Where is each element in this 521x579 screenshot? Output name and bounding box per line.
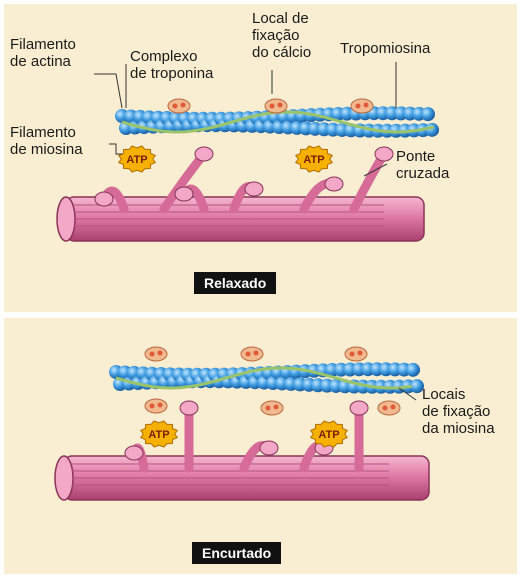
atp-molecule: ATP	[119, 146, 156, 172]
myosin-filament	[57, 147, 424, 241]
contracted-diagram: ATP ATP	[4, 318, 517, 574]
myosin-head-tip	[260, 441, 278, 455]
myosin-head-tip	[325, 177, 343, 191]
cross-bridge-label: Ponte cruzada	[396, 148, 449, 182]
myosin-head-tip	[95, 192, 113, 206]
myosin-head-tip	[375, 147, 393, 161]
myosin-head-tip	[245, 182, 263, 196]
troponin-complex	[168, 99, 190, 113]
atp-molecule: ATP	[141, 421, 178, 447]
troponin-complex	[351, 99, 373, 113]
myosin-filament-label: Filamento de miosina	[10, 124, 83, 158]
svg-text:ATP: ATP	[318, 429, 339, 441]
actin-filament-label: Filamento de actina	[10, 36, 76, 70]
myosin-head-tip	[350, 401, 368, 415]
myosin-binding-sites-label: Locais de fixação da miosina	[422, 386, 495, 437]
atp-molecule: ATP	[296, 146, 333, 172]
troponin-complex	[241, 347, 263, 361]
myosin-head-tip	[195, 147, 213, 161]
myosin-filament	[55, 401, 429, 500]
actin-bead	[421, 107, 435, 121]
myosin-rod-end	[55, 456, 73, 500]
svg-text:ATP: ATP	[148, 429, 169, 441]
svg-text:ATP: ATP	[303, 154, 324, 166]
actin-filament	[109, 362, 424, 394]
actin-bead	[406, 363, 420, 377]
troponin-complex	[261, 401, 283, 415]
myosin-rod-end	[57, 197, 75, 241]
contracted-caption: Encurtado	[192, 542, 281, 564]
troponin-complex	[378, 401, 400, 415]
troponin-complex	[145, 347, 167, 361]
relaxed-caption: Relaxado	[194, 272, 276, 294]
troponin-complex-label: Complexo de troponina	[130, 48, 213, 82]
myosin-head-tip	[175, 187, 193, 201]
contracted-panel: ATP ATP Locais de fixação da miosina Encu…	[4, 318, 517, 574]
atp-molecule: ATP	[311, 421, 348, 447]
relaxed-panel: ATP ATP Filamento de actina Complexo de t…	[4, 4, 517, 312]
myosin-head-tip	[180, 401, 198, 415]
myosin-head-tip	[125, 446, 143, 460]
calcium-site-label: Local de fixação do cálcio	[252, 10, 311, 61]
troponin-complex	[145, 399, 167, 413]
troponin-complex	[345, 347, 367, 361]
troponin-complex	[265, 99, 287, 113]
tropomyosin-label: Tropomiosina	[340, 40, 430, 57]
svg-text:ATP: ATP	[126, 154, 147, 166]
